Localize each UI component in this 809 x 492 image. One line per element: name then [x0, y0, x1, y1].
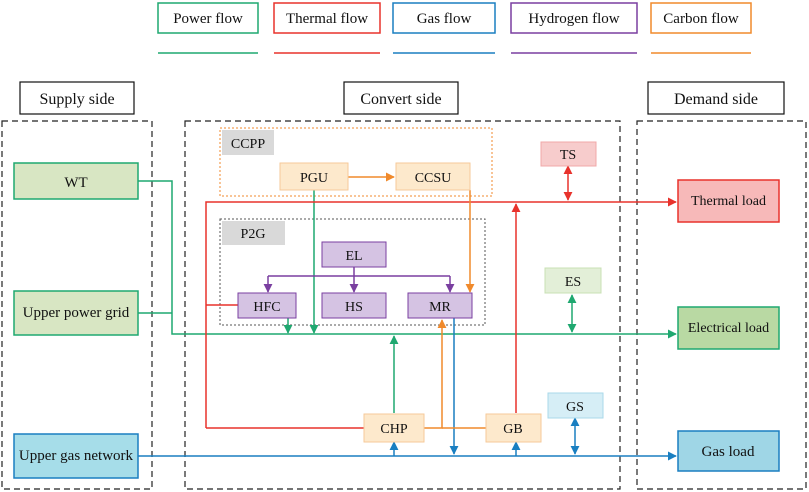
thermal-line-main [205, 197, 677, 428]
legend-label-gas: Gas flow [417, 11, 472, 27]
node-mr: MR [407, 292, 473, 319]
legend-item-carbon: Carbon flow [650, 2, 752, 54]
legend-label-hydrogen: Hydrogen flow [528, 11, 619, 27]
p2g-group-container [219, 218, 486, 326]
legend: Power flow Thermal flow Gas flow Hydroge… [157, 2, 752, 54]
legend-label-power: Power flow [173, 11, 243, 27]
node-gas-load: Gas load [677, 430, 780, 472]
node-label-upper-power-grid: Upper power grid [22, 304, 130, 321]
legend-item-hydrogen: Hydrogen flow [510, 2, 638, 54]
ccpp-group-container [219, 127, 493, 197]
node-ts: TS [540, 141, 597, 167]
node-label-es: ES [565, 275, 581, 290]
node-gb: GB [485, 413, 542, 443]
node-label-mr: MR [429, 300, 451, 315]
p2g-group-label: P2G [222, 221, 285, 245]
section-label-convert: Convert side [360, 91, 441, 108]
ccpp-group-label: CCPP [222, 130, 274, 155]
ccpp-label: CCPP [231, 137, 265, 152]
section-header-convert: Convert side [343, 81, 459, 115]
node-el: EL [321, 241, 387, 268]
legend-item-gas: Gas flow [392, 2, 496, 54]
legend-item-thermal: Thermal flow [273, 2, 381, 54]
node-upper-gas-network: Upper gas network [13, 433, 139, 479]
node-label-hs: HS [345, 300, 363, 315]
convert-side-container [184, 120, 621, 490]
section-label-supply: Supply side [39, 91, 114, 108]
node-label-electrical-load: Electrical load [687, 320, 770, 336]
node-label-wt: WT [64, 175, 87, 191]
node-gs: GS [547, 392, 604, 419]
node-label-gb: GB [503, 422, 522, 437]
legend-item-power: Power flow [157, 2, 259, 54]
node-hfc: HFC [237, 292, 297, 319]
node-ccsu: CCSU [395, 162, 471, 191]
section-header-supply: Supply side [19, 81, 135, 115]
carbon-line-chp-mr [424, 319, 447, 429]
legend-label-carbon: Carbon flow [663, 11, 739, 27]
node-thermal-load: Thermal load [677, 179, 780, 223]
node-label-hfc: HFC [253, 300, 280, 315]
p2g-label: P2G [241, 227, 266, 242]
supply-side-container [1, 120, 153, 490]
flow-lines [138, 165, 677, 461]
demand-side-container [636, 120, 807, 490]
node-label-el: EL [345, 249, 362, 264]
node-electrical-load: Electrical load [677, 306, 780, 350]
node-upper-power-grid: Upper power grid [13, 290, 139, 336]
node-label-gs: GS [566, 400, 584, 415]
section-label-demand: Demand side [674, 91, 758, 108]
node-label-ccsu: CCSU [415, 171, 452, 186]
section-header-demand: Demand side [647, 81, 785, 115]
node-label-thermal-load: Thermal load [690, 193, 767, 209]
node-label-ts: TS [560, 148, 576, 163]
legend-label-thermal: Thermal flow [286, 11, 368, 27]
power-line-main [138, 180, 677, 339]
node-es: ES [544, 267, 602, 294]
node-label-pgu: PGU [300, 171, 328, 186]
node-label-upper-gas-network: Upper gas network [18, 447, 134, 464]
node-label-chp: CHP [380, 422, 407, 437]
node-chp: CHP [363, 413, 425, 443]
node-label-gas-load: Gas load [702, 444, 755, 460]
node-pgu: PGU [279, 162, 349, 191]
node-hs: HS [321, 292, 387, 319]
node-wt: WT [13, 162, 139, 200]
